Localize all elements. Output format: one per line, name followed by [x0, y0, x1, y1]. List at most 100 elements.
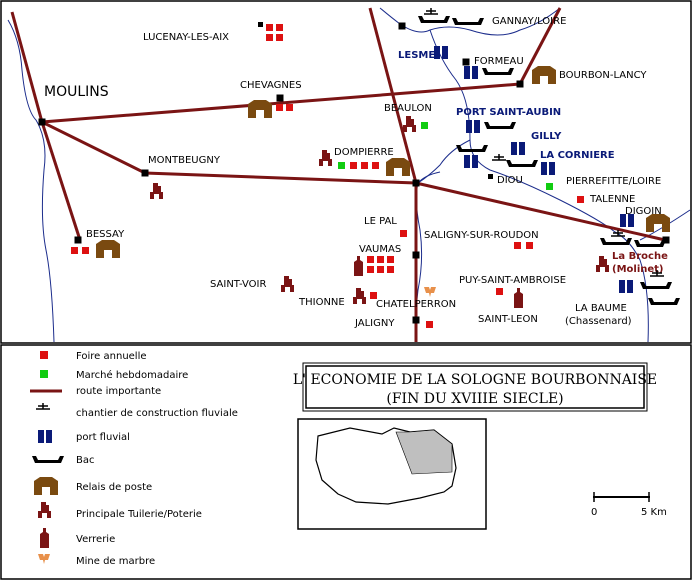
label-saint-voir: SAINT-VOIR: [210, 279, 267, 290]
label-dompierre: DOMPIERRE: [334, 147, 394, 158]
road-moulins-bourbon: [41, 82, 521, 124]
label-port-saint-aubin: PORT SAINT-AUBIN: [456, 107, 561, 118]
legend: Foire annuelle Marché hebdomadaire route…: [30, 351, 238, 567]
title-box: L' ECONOMIE DE LA SOLOGNE BOURBONNAISE (…: [293, 362, 657, 412]
legend-verrerie-label: Verrerie: [76, 534, 115, 545]
legend-marche-swatch: [40, 370, 48, 378]
label-puy-saint-ambroise: PUY-SAINT-AMBROISE: [459, 275, 566, 286]
legend-relais-label: Relais de poste: [76, 482, 152, 493]
port-gilly-icon: [511, 142, 525, 155]
label-lesme: LESME: [398, 50, 435, 61]
verrerie-saint-leon-icon: [514, 288, 523, 308]
loire-river: [429, 29, 649, 343]
legend-chantier-icon: [35, 402, 51, 410]
scale-five: 5 Km: [641, 507, 667, 518]
label-chassenard: (Chassenard): [565, 316, 632, 327]
bac-la-baume-icon: [640, 282, 672, 289]
legend-port-label: port fluvial: [76, 432, 130, 443]
tuilerie-thionne-icon: [353, 288, 366, 304]
map-symbols: [71, 7, 680, 328]
label-saint-leon: SAINT-LEON: [478, 314, 538, 325]
road-bourbon-north: [518, 7, 562, 85]
relais-chevagnes-icon: [248, 100, 272, 118]
bac-gannay-icon: [418, 16, 450, 23]
label-jaligny: JALIGNY: [354, 318, 395, 329]
legend-marche-label: Marché hebdomadaire: [76, 369, 188, 381]
port-saint-aubin-icon: [466, 120, 480, 133]
legend-port-icon: [38, 430, 52, 443]
title-line2: (FIN DU XVIIIE SIECLE): [386, 391, 563, 407]
tuilerie-montbeugny-icon: [150, 183, 163, 199]
legend-relais-icon: [34, 477, 58, 495]
legend-verrerie-icon: [40, 528, 49, 548]
relais-digoin-icon: [646, 214, 670, 232]
port-formeau-icon: [464, 66, 478, 79]
legend-tuilerie-label: Principale Tuilerie/Poterie: [76, 509, 202, 520]
relais-bourbon-icon: [532, 66, 556, 84]
chantier-gannay-icon: [423, 7, 439, 15]
map-frame: [0, 0, 692, 344]
legend-foire-swatch: [40, 351, 48, 359]
marbre-chatelperron-icon: [424, 287, 436, 297]
bac-formeau-icon: [482, 68, 514, 75]
sologne-area: [395, 429, 453, 475]
legend-route-label: route importante: [76, 386, 161, 397]
label-la-corniere: LA CORNIERE: [540, 150, 615, 161]
label-la-baume: LA BAUME: [575, 303, 627, 314]
legend-marbre-icon: [38, 554, 50, 564]
bac-diou-icon: [506, 160, 538, 167]
legend-chantier-label: chantier de construction fluviale: [76, 408, 238, 419]
tuilerie-dompierre-icon: [319, 150, 332, 166]
road-moulins-bessay: [40, 121, 82, 241]
locator-map: [297, 418, 487, 530]
port-diou-icon: [464, 155, 478, 168]
bac-la-baume-2-icon: [648, 298, 680, 305]
label-pierrefitte: PIERREFITTE/LOIRE: [566, 176, 661, 187]
label-molinet: (Molinet): [612, 264, 664, 275]
tuilerie-beaulon-icon: [403, 116, 416, 132]
roads: [10, 7, 666, 342]
legend-bac-icon: [32, 456, 64, 463]
label-talenne: TALENNE: [589, 194, 635, 205]
port-corniere-icon: [541, 162, 555, 175]
label-beaulon: BEAULON: [384, 103, 432, 114]
relais-dompierre-icon: [386, 158, 410, 176]
bac-gilly-icon: [456, 145, 488, 152]
road-dompierre-digoin: [415, 181, 666, 242]
place-labels: MOULINS LUCENAY-LES-AIX CHEVAGNES GANNAY…: [44, 16, 668, 329]
label-le-pal: LE PAL: [364, 216, 397, 227]
label-lucenay: LUCENAY-LES-AIX: [143, 32, 229, 43]
verrerie-vaumas-icon: [354, 256, 363, 276]
label-formeau: FORMEAU: [474, 56, 524, 67]
tuilerie-saint-voir-icon: [281, 276, 294, 292]
label-vaumas: VAUMAS: [359, 244, 401, 255]
label-diou: DIOU: [497, 175, 523, 186]
title-line1: L' ECONOMIE DE LA SOLOGNE BOURBONNAISE: [293, 372, 657, 388]
road-north-dompierre: [368, 7, 418, 184]
label-digoin: DIGOIN: [625, 206, 662, 217]
label-bessay: BESSAY: [86, 229, 125, 240]
bac-digoin-icon: [600, 238, 632, 245]
relais-bessay-icon: [96, 240, 120, 258]
legend-marbre-label: Mine de marbre: [76, 556, 155, 567]
chantier-diou-icon: [491, 153, 507, 161]
scale-zero: 0: [591, 507, 597, 518]
port-la-baume-icon: [619, 280, 633, 293]
road-nodes: [38, 22, 670, 324]
label-la-broche: La Broche: [612, 251, 668, 262]
label-montbeugny: MONTBEUGNY: [148, 155, 221, 166]
legend-bac-label: Bac: [76, 455, 95, 466]
road-moulins-north: [10, 11, 44, 123]
label-chatelperron: CHATELPERRON: [376, 299, 456, 310]
legend-tuilerie-icon: [38, 502, 51, 518]
canal-stub: [417, 171, 441, 184]
label-gannay: GANNAY/LOIRE: [492, 16, 566, 27]
allier-river: [7, 19, 55, 343]
label-bourbon-lancy: BOURBON-LANCY: [559, 70, 647, 81]
legend-foire-label: Foire annuelle: [76, 351, 147, 362]
label-saligny: SALIGNY-SUR-ROUDON: [424, 230, 539, 241]
scale-bar: 0 5 Km: [591, 492, 667, 518]
label-gilly: GILLY: [531, 131, 562, 142]
